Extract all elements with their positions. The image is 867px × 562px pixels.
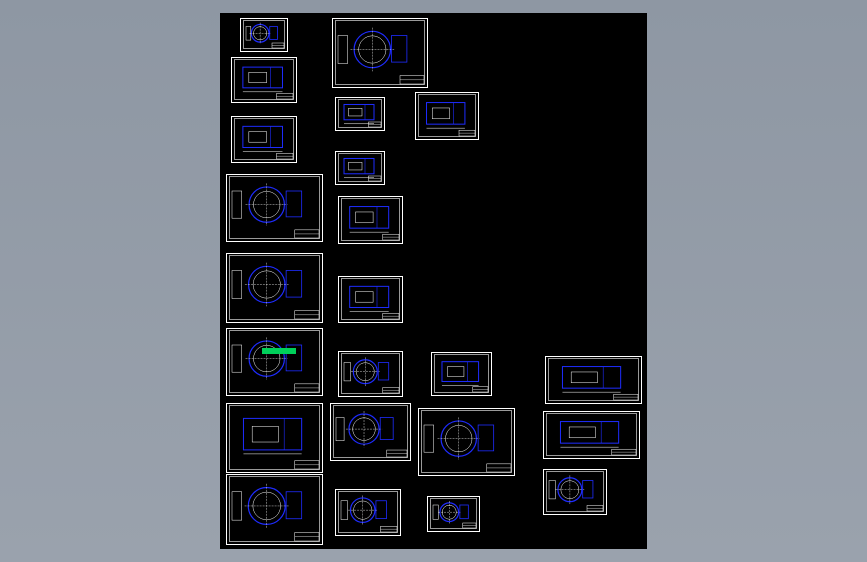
drawing-sheet-5[interactable] <box>415 92 479 140</box>
drawing-sheet-12[interactable] <box>338 276 403 323</box>
drawing-sheet-15[interactable] <box>226 403 323 473</box>
drawing-sheet-16[interactable] <box>330 403 411 461</box>
drawing-sheet-9[interactable] <box>338 196 403 244</box>
drawing-sheet-11[interactable] <box>226 328 323 396</box>
drawing-sheet-3[interactable] <box>231 57 297 103</box>
drawing-sheet-10[interactable] <box>226 253 323 323</box>
drawing-canvas[interactable] <box>220 13 647 549</box>
drawing-sheet-18[interactable] <box>545 356 642 404</box>
drawing-sheets <box>226 18 642 545</box>
drawing-sheet-23[interactable] <box>427 496 480 532</box>
drawing-sheet-20[interactable] <box>335 489 401 536</box>
drawing-sheet-22[interactable] <box>543 469 607 515</box>
drawing-sheet-19[interactable] <box>226 474 323 545</box>
drawing-sheet-8[interactable] <box>335 151 385 185</box>
drawing-sheet-17[interactable] <box>418 408 515 476</box>
drawing-sheet-4[interactable] <box>335 97 385 131</box>
drawing-sheet-7[interactable] <box>226 174 323 242</box>
drawing-sheet-13[interactable] <box>338 351 403 397</box>
drawing-sheet-21[interactable] <box>543 411 640 459</box>
highlight-accent <box>262 348 296 354</box>
drawing-sheet-2[interactable] <box>332 18 428 88</box>
drawing-sheet-6[interactable] <box>231 116 297 163</box>
drawing-sheet-1[interactable] <box>240 18 288 52</box>
drawing-sheet-14[interactable] <box>431 352 492 396</box>
